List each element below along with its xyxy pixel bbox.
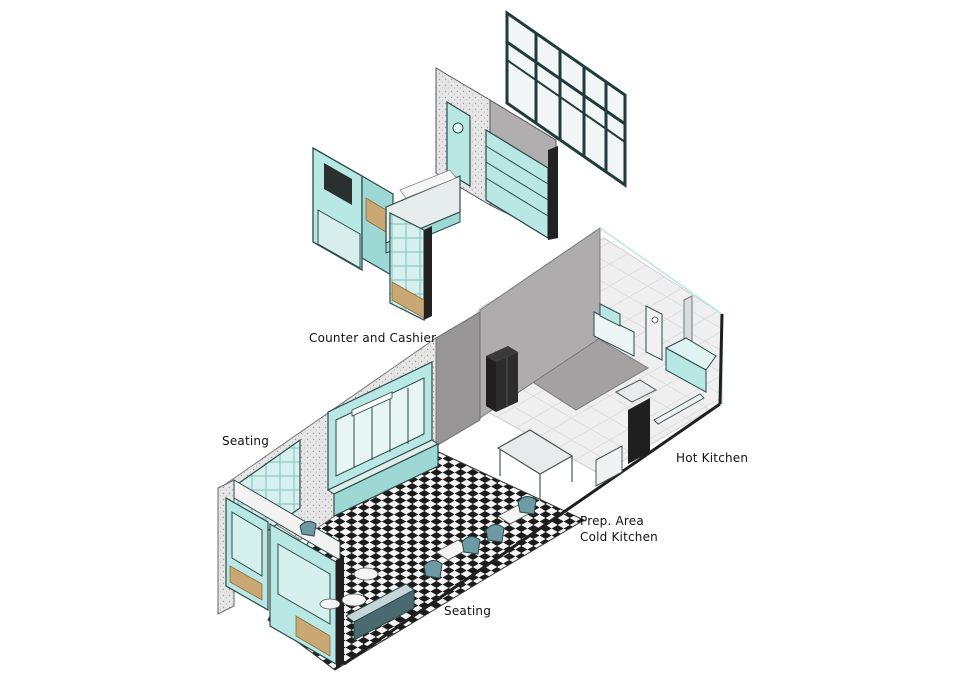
exploded-back-wall — [435, 67, 558, 240]
dining-furniture — [299, 496, 537, 610]
front-entrance — [217, 402, 721, 668]
prep-table — [496, 429, 574, 500]
display-cabinet — [326, 361, 440, 517]
label-hot-kitchen: Hot Kitchen — [676, 451, 749, 465]
exploded-counter — [312, 146, 461, 321]
label-seating-left: Seating — [222, 434, 270, 448]
label-cold-kitchen: Cold Kitchen — [580, 530, 658, 544]
banquette-seating — [345, 583, 415, 641]
label-counter-and-cashier: Counter and Cashier — [309, 331, 437, 345]
label-prep-area: Prep. Area — [580, 514, 644, 528]
label-seating-bottom: Seating — [444, 604, 492, 618]
exploded-window-frame — [505, 10, 627, 188]
hot-kitchen-equipment — [593, 295, 717, 487]
refrigerator — [486, 346, 518, 412]
